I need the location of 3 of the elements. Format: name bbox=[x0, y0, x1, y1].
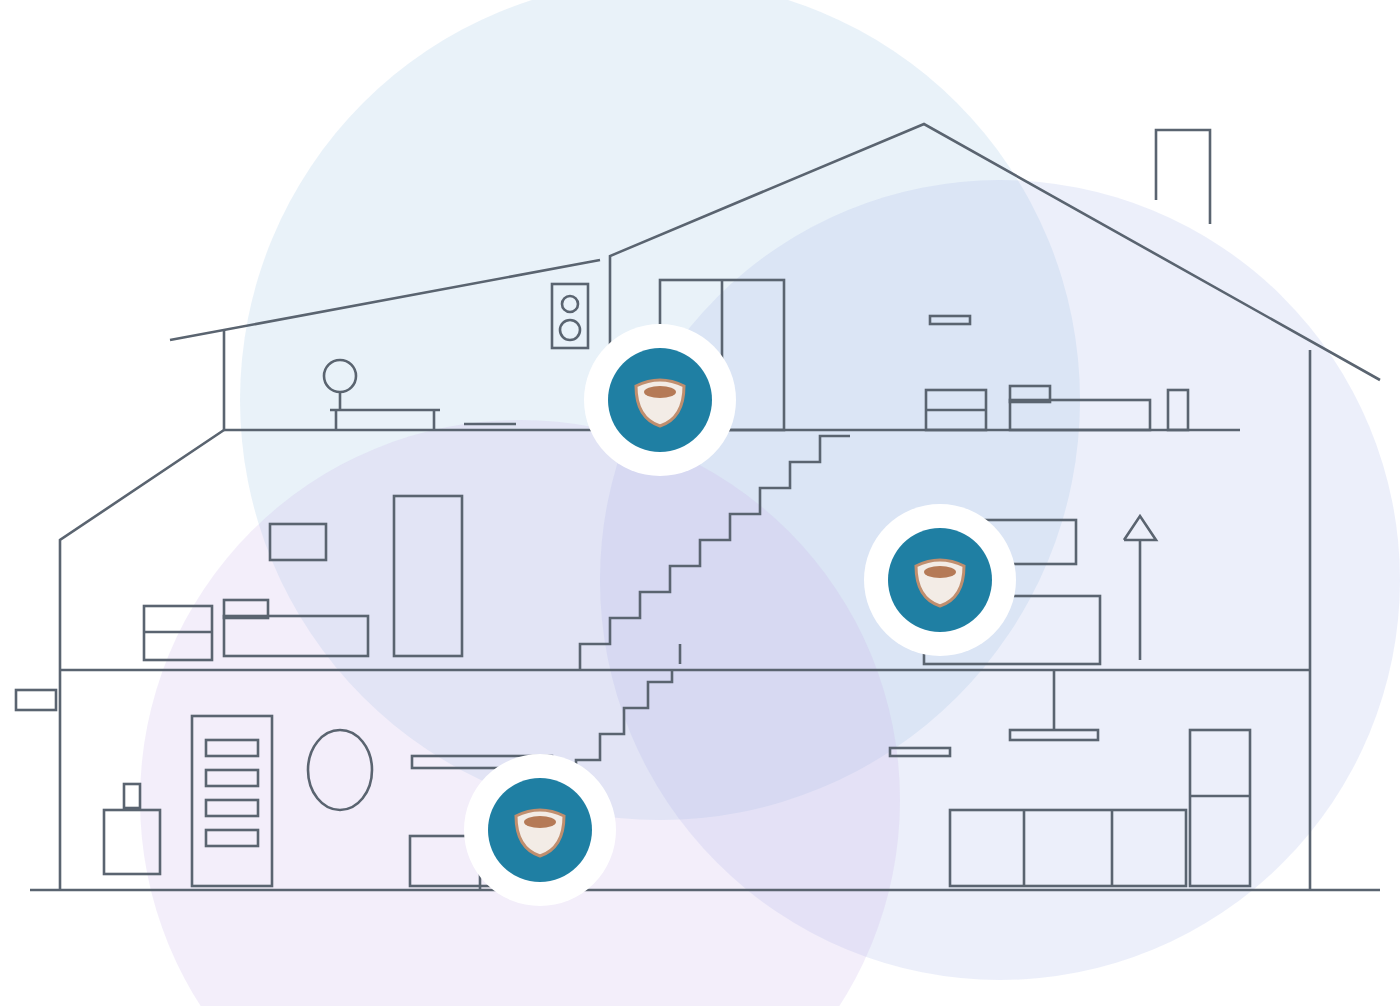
router-badge bbox=[584, 324, 736, 476]
router-badge bbox=[464, 754, 616, 906]
router-badge bbox=[864, 504, 1016, 656]
